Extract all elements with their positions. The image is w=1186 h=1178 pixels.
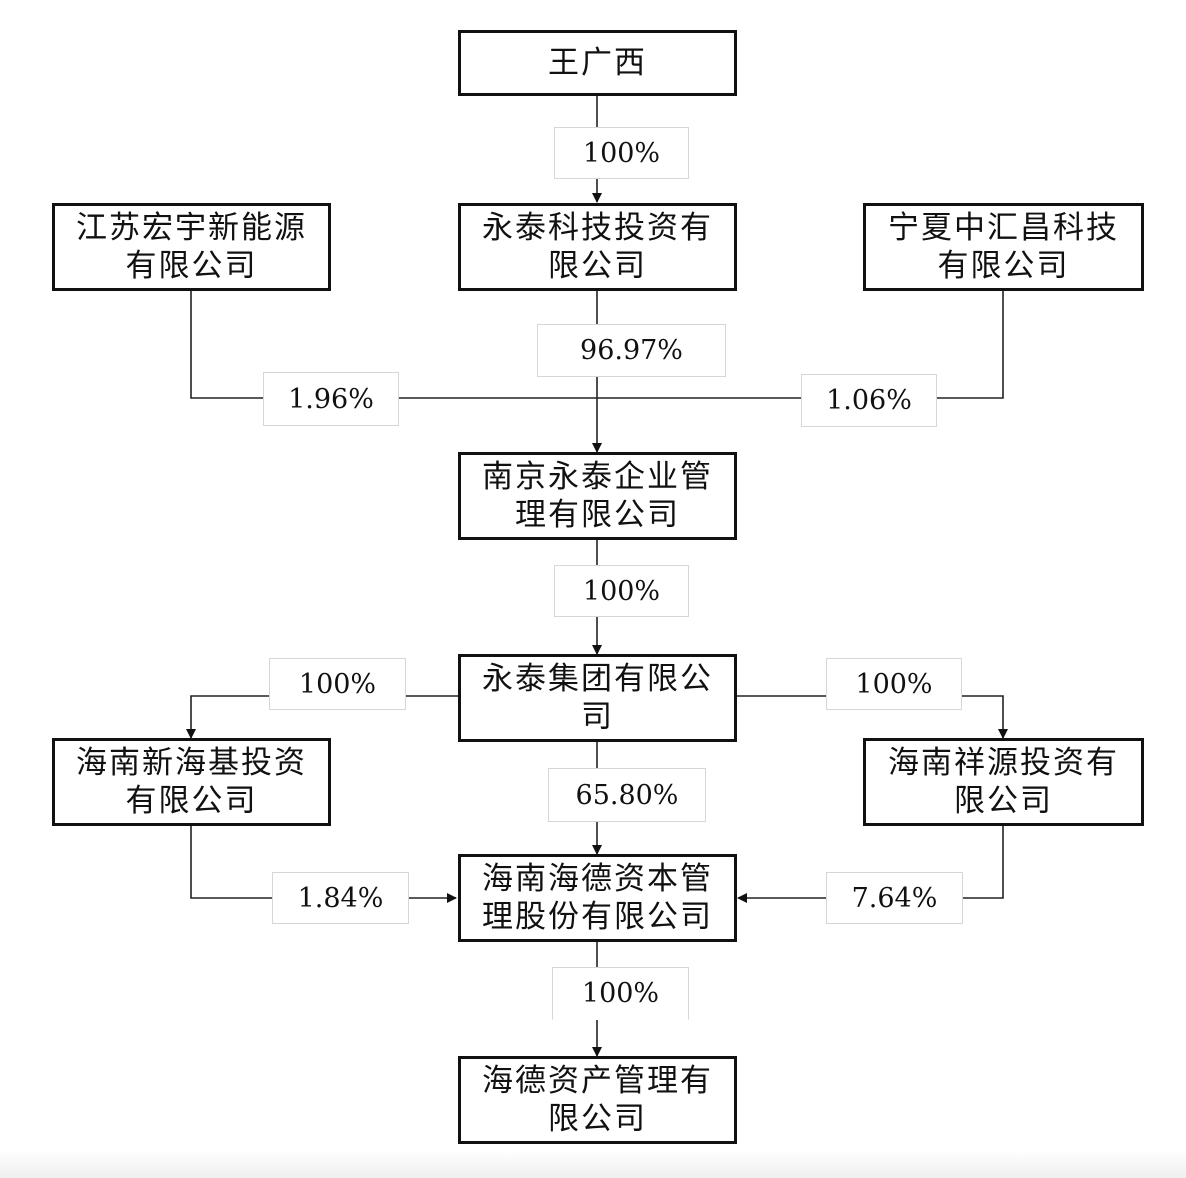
node-label: 海南海德资本管理股份有限公司 — [482, 861, 713, 935]
node-label: 王广西 — [548, 45, 647, 81]
pct-ningxia-to-nanjing: 1.06% — [801, 374, 937, 427]
pct-text: 100% — [298, 668, 377, 700]
node-yongtai-tech: 永泰科技投资有限公司 — [458, 203, 737, 291]
node-label: 南京永泰企业管理有限公司 — [482, 459, 713, 533]
pct-group-to-xiangyuan: 100% — [826, 658, 962, 710]
pct-text: 100% — [855, 668, 933, 700]
pct-group-to-haide: 65.80% — [548, 768, 706, 822]
pct-wang-to-tech: 100% — [554, 127, 689, 179]
pct-text: 7.64% — [851, 882, 938, 914]
pct-group-to-xinhaiji: 100% — [269, 658, 406, 710]
node-haide-asset: 海德资产管理有限公司 — [458, 1056, 737, 1144]
edge-ningxia-to-nanjing — [597, 290, 1004, 399]
pct-text: 1.84% — [297, 882, 384, 914]
node-hainan-haide-capital: 海南海德资本管理股份有限公司 — [458, 854, 737, 942]
pct-text: 100% — [582, 575, 661, 607]
node-label: 永泰科技投资有限公司 — [482, 210, 713, 284]
node-label: 海南新海基投资有限公司 — [76, 745, 307, 819]
page-bottom-shade — [0, 1150, 1186, 1178]
pct-xiangyuan-to-haide: 7.64% — [826, 872, 963, 924]
pct-haide-to-asset: 100% — [552, 967, 689, 1020]
pct-xinhaiji-to-haide: 1.84% — [272, 872, 409, 924]
node-nanjing-yongtai: 南京永泰企业管理有限公司 — [458, 452, 737, 540]
node-wang-guangxi: 王广西 — [458, 30, 737, 96]
node-jiangsu-hongyu: 江苏宏宇新能源有限公司 — [52, 203, 331, 291]
pct-jiangsu-to-nanjing: 1.96% — [263, 372, 399, 426]
node-label: 江苏宏宇新能源有限公司 — [76, 210, 307, 284]
node-hainan-xiangyuan: 海南祥源投资有限公司 — [863, 738, 1144, 826]
pct-text: 1.96% — [288, 383, 374, 415]
pct-nanjing-to-group: 100% — [554, 565, 689, 617]
pct-tech-to-nanjing: 96.97% — [537, 324, 726, 377]
node-label: 宁夏中汇昌科技有限公司 — [888, 210, 1119, 284]
pct-text: 96.97% — [580, 335, 683, 366]
node-label: 永泰集团有限公司 — [482, 661, 713, 735]
node-ningxia-zhonghuichang: 宁夏中汇昌科技有限公司 — [863, 203, 1144, 291]
node-label: 海德资产管理有限公司 — [482, 1063, 713, 1137]
pct-text: 1.06% — [826, 385, 912, 416]
pct-text: 100% — [581, 978, 660, 1009]
pct-text: 65.80% — [575, 779, 679, 811]
node-yongtai-group: 永泰集团有限公司 — [458, 654, 737, 742]
node-label: 海南祥源投资有限公司 — [888, 745, 1119, 819]
pct-text: 100% — [582, 137, 661, 169]
edge-jiangsu-to-nanjing — [190, 290, 597, 399]
node-hainan-xinhaiji: 海南新海基投资有限公司 — [52, 738, 331, 826]
edge-group-to-xiangyuan — [736, 695, 1008, 739]
